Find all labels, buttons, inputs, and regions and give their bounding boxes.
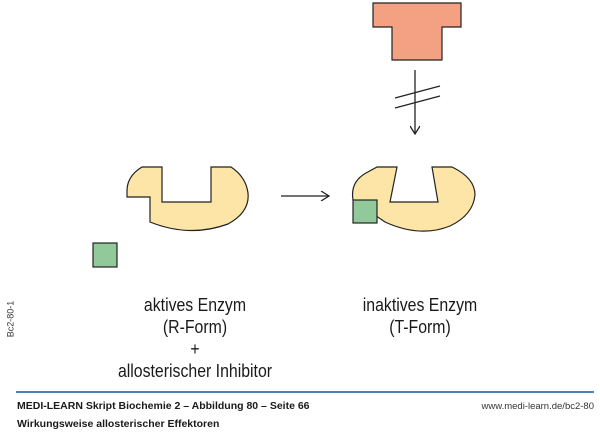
label-line: aktives Enzym bbox=[143, 295, 247, 315]
label-line: (R-Form) bbox=[162, 317, 228, 337]
active-enzyme-shape bbox=[126, 166, 249, 232]
figure-code: Bc2-80-1 bbox=[5, 300, 16, 338]
footer-divider bbox=[16, 391, 594, 393]
footer-title: MEDI-LEARN Skript Biochemie 2 – Abbildun… bbox=[17, 400, 310, 412]
bound-inhibitor-shape bbox=[352, 199, 378, 224]
allosteric-inhibitor-shape bbox=[92, 242, 118, 268]
block-slash bbox=[394, 85, 441, 99]
footer-subtitle: Wirkungsweise allosterischer Effektoren bbox=[17, 418, 220, 430]
allosteric-effector-shape bbox=[372, 2, 462, 61]
label-line: (T-Form) bbox=[389, 317, 451, 337]
footer-url: www.medi-learn.de/bc2-80 bbox=[481, 401, 594, 412]
label-line: inaktives Enzym bbox=[362, 295, 478, 315]
active-enzyme-label: aktives Enzym (R-Form) + allosterischer … bbox=[111, 294, 278, 382]
inactive-enzyme-label: inaktives Enzym (T-Form) bbox=[336, 294, 503, 338]
label-line: allosterischer Inhibitor bbox=[117, 361, 273, 381]
plus-sign: + bbox=[190, 339, 200, 359]
block-slash bbox=[394, 95, 441, 109]
inactive-enzyme-shape bbox=[351, 166, 476, 232]
